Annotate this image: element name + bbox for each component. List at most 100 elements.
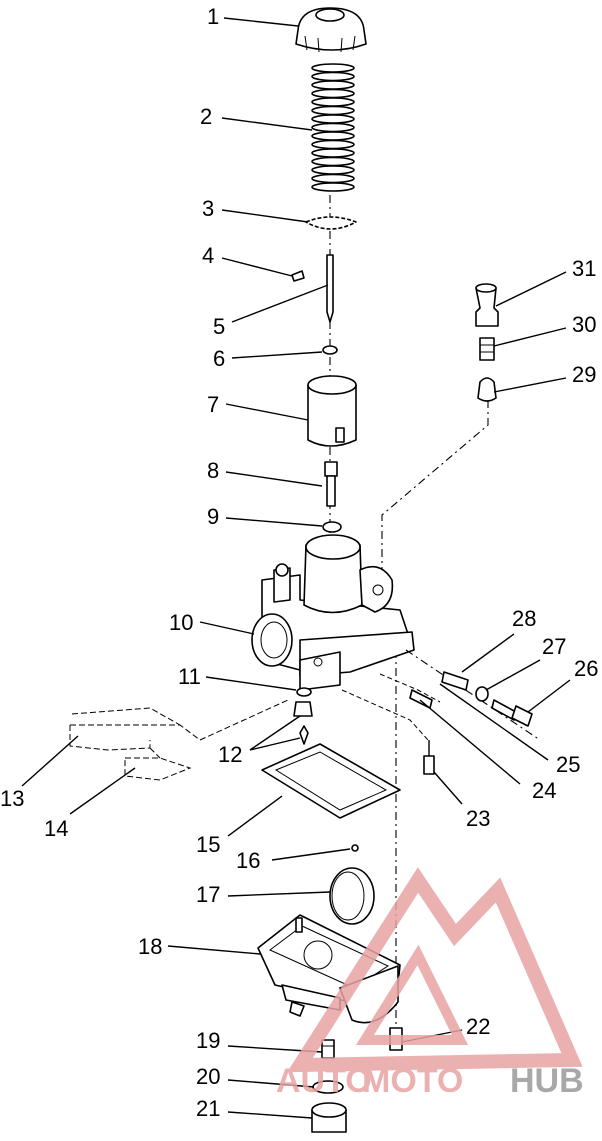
leader-line-16	[271, 848, 351, 861]
leader-line-2	[221, 117, 313, 131]
callout-28: 28	[512, 606, 536, 631]
leader-line-30	[493, 327, 567, 347]
callout-19: 19	[196, 1028, 220, 1053]
leader-line-26	[527, 679, 571, 713]
callout-11: 11	[178, 664, 201, 689]
part-washer	[322, 345, 338, 355]
part-gasket-small	[305, 216, 357, 230]
leader-line-25	[439, 683, 549, 761]
callout-9: 9	[207, 504, 219, 529]
part-bowl-gasket	[261, 743, 401, 819]
part-throttle-valve	[307, 375, 357, 447]
leader-line-11	[205, 676, 297, 691]
spring-coil	[311, 173, 355, 184]
leader-line-24	[419, 699, 521, 785]
part-cap	[295, 7, 367, 53]
leader-line-8	[225, 471, 323, 487]
leader-lines	[21, 17, 571, 1119]
callout-8: 8	[207, 458, 219, 483]
leader-line-15	[227, 795, 283, 837]
callout-21: 21	[196, 1096, 220, 1121]
callout-5: 5	[213, 314, 225, 339]
watermark-text-moto: MOTO	[362, 1062, 463, 1100]
spring-coil	[311, 114, 355, 124]
leader-line-3	[221, 209, 309, 223]
callout-17: 17	[196, 882, 220, 907]
leader-line-27	[485, 659, 541, 691]
leader-line-29	[493, 377, 567, 393]
leader-line-12b	[249, 737, 301, 751]
callout-30: 30	[572, 312, 596, 337]
jet-axis	[381, 400, 489, 600]
leader-line-18	[167, 945, 261, 955]
callout-22: 22	[466, 1014, 490, 1039]
callout-20: 20	[196, 1064, 220, 1089]
leader-line-12	[249, 715, 301, 751]
spring-coil	[311, 131, 355, 141]
part-needle	[326, 254, 334, 323]
leader-line-13	[21, 735, 79, 787]
spring-coil	[311, 182, 355, 192]
part-idle-screw-group	[405, 649, 541, 741]
leader-line-6	[231, 351, 323, 359]
callout-3: 3	[202, 196, 214, 221]
part-washer-11	[296, 687, 312, 697]
part-float	[329, 867, 375, 925]
spring-coil	[311, 71, 355, 82]
callout-16: 16	[236, 848, 260, 873]
callout-12: 12	[218, 742, 242, 767]
spring-coil	[311, 165, 355, 175]
leader-line-20	[227, 1079, 315, 1088]
part-ball	[351, 844, 359, 852]
callout-13: 13	[0, 786, 24, 811]
part-jet-assembly	[475, 283, 499, 402]
callout-labels: 1234567891011121314151617181920212223242…	[0, 4, 598, 1121]
leader-line-1	[223, 17, 299, 27]
watermark-logo: AUTO MOTO HUB	[276, 867, 584, 1100]
callout-14: 14	[44, 816, 68, 841]
callout-7: 7	[207, 392, 219, 417]
leader-line-28	[461, 633, 515, 673]
callout-4: 4	[202, 243, 214, 268]
part-screw-24	[379, 673, 441, 709]
spring-coil	[311, 148, 355, 158]
callout-27: 27	[542, 634, 566, 659]
leader-line-21	[227, 1111, 313, 1119]
spring-coil	[311, 105, 355, 116]
callout-26: 26	[574, 656, 598, 681]
leader-line-23	[433, 771, 463, 805]
spring-coil	[311, 80, 355, 90]
part-bracket-dashed	[69, 699, 289, 781]
watermark-text-hub: HUB	[510, 1062, 584, 1100]
leader-line-9	[225, 517, 323, 527]
callout-29: 29	[572, 362, 596, 387]
watermark-text-auto: AUTO	[276, 1062, 372, 1100]
leader-line-17	[227, 891, 331, 897]
leader-line-10	[199, 621, 255, 635]
part-fitting-12	[293, 701, 313, 745]
leader-line-4	[221, 257, 293, 277]
part-spring	[310, 62, 356, 192]
leader-line-7	[225, 403, 309, 421]
callout-10: 10	[169, 610, 193, 635]
spring-coil	[311, 88, 355, 99]
callout-25: 25	[556, 752, 580, 777]
spring-coil	[311, 139, 355, 150]
leader-line-14	[69, 767, 136, 815]
leader-line-31	[495, 271, 567, 307]
callout-23: 23	[466, 806, 490, 831]
part-carb-body	[251, 534, 415, 691]
part-nut-21	[311, 1102, 347, 1133]
part-clip	[291, 270, 305, 282]
part-drain-19	[321, 1039, 335, 1059]
spring-coil	[311, 122, 355, 133]
callout-18: 18	[138, 934, 162, 959]
spring-coil	[311, 156, 355, 167]
part-screw-23	[341, 689, 435, 775]
part-oring	[322, 521, 342, 533]
callout-6: 6	[213, 346, 225, 371]
leader-line-5	[231, 284, 329, 323]
spring-coil	[311, 97, 355, 107]
spring-coil	[311, 63, 355, 73]
callout-15: 15	[196, 832, 220, 857]
